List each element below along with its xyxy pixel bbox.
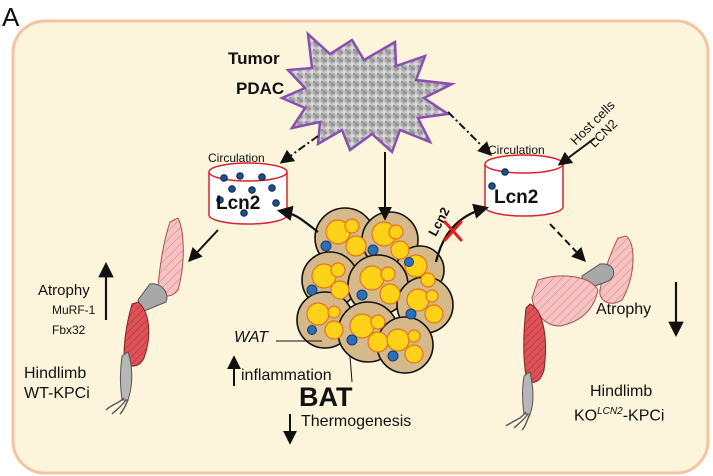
adipocyte-cluster [296, 207, 454, 374]
murf1-label: MuRF-1 [52, 303, 96, 317]
genotype-suffix: -KPCi [622, 407, 665, 425]
arrow-left-circulation-to-muscle [188, 229, 219, 263]
circulation-vessel-right [484, 154, 564, 217]
arrow-circulation-to-fat [276, 205, 319, 233]
bat-leader-line [349, 355, 353, 383]
bat-label: BAT [299, 382, 353, 412]
genotype-superscript: LCN2 [597, 406, 623, 417]
hindlimb-right-illustration [505, 235, 634, 431]
genotype-label-left: WT-KPCi [24, 385, 90, 402]
panel-letter: A [2, 2, 20, 32]
atrophy-label-right: Atrophy [596, 301, 652, 318]
arrow-tumor-to-right-circulation [447, 111, 492, 156]
tumor-shape [278, 30, 457, 155]
hindlimb-label-right: Hindlimb [590, 383, 653, 400]
genotype-label-right: KOLCN2-KPCi [574, 407, 664, 424]
circulation-label-left: Circulation [208, 151, 265, 165]
inflammation-label: inflammation [241, 367, 332, 384]
arrow-tumor-to-left-circulation [279, 135, 319, 164]
tumor-label: Tumor [228, 49, 280, 68]
hindlimb-left-illustration [105, 217, 184, 415]
fbx32-label: Fbx32 [52, 323, 86, 337]
lcn2-label-left: Lcn2 [216, 193, 261, 214]
genotype-prefix: KO [574, 407, 598, 425]
hindlimb-label-left: Hindlimb [24, 365, 87, 382]
wat-label: WAT [234, 329, 269, 346]
arrow-host-cells-to-right-circulation [557, 137, 596, 166]
circulation-label-right: Circulation [488, 143, 545, 157]
block-x-icon [443, 220, 463, 242]
thermogenesis-label: Thermogenesis [301, 413, 412, 430]
arrow-right-circulation-to-muscle [549, 223, 586, 263]
lcn2-label-right: Lcn2 [494, 187, 539, 208]
atrophy-label-left: Atrophy [38, 282, 90, 299]
circulation-vessel-left [208, 162, 288, 225]
tumor-type-label: PDAC [236, 79, 285, 98]
